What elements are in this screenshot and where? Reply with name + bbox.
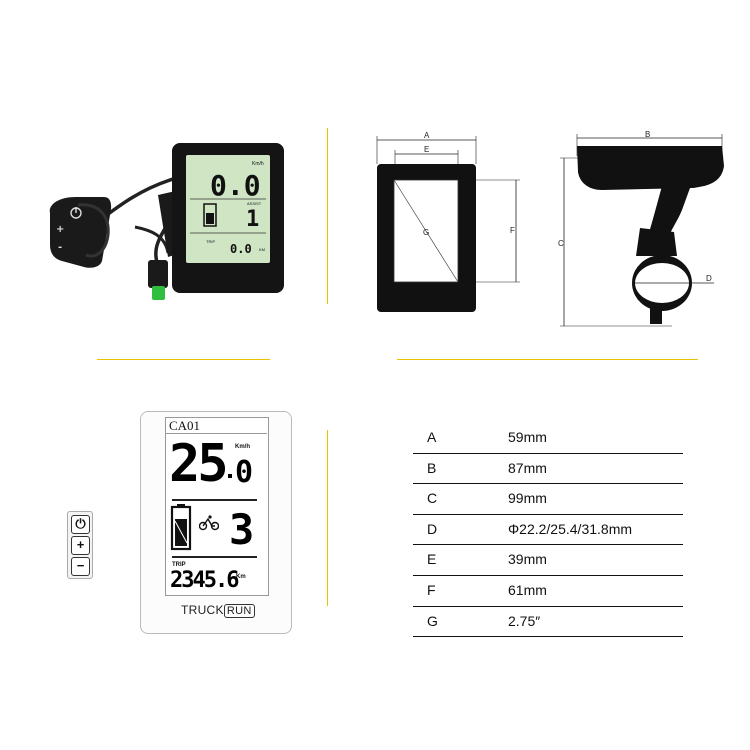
label-b: B — [645, 130, 650, 139]
dimension-value: 61mm — [508, 581, 547, 598]
dimension-key: C — [427, 490, 438, 507]
dimension-value: 87mm — [508, 459, 547, 476]
remote-plus-icon: + — [56, 224, 64, 235]
side-clamp — [636, 228, 677, 256]
model-name: CA01 — [169, 418, 201, 433]
brand-right: RUN — [223, 604, 255, 618]
speed-decimal: 0 — [235, 455, 254, 490]
separator-vertical-top — [327, 128, 328, 304]
side-stem — [648, 186, 690, 238]
display-lcd — [186, 155, 270, 263]
side-display-profile — [577, 146, 724, 190]
separator-vertical-bottom — [327, 430, 328, 606]
label-g: G — [423, 228, 429, 237]
speed-integer: 25 — [169, 434, 229, 494]
separator-horizontal-left — [97, 359, 270, 360]
dimension-value: 39mm — [508, 551, 547, 568]
front-dimension-drawing: A E G F — [376, 131, 520, 312]
trip-label: TRIP — [172, 562, 186, 568]
remote-minus-icon: - — [58, 242, 62, 253]
trip-unit: Km — [236, 574, 246, 580]
table-row: D Φ22.2/25.4/31.8mm — [413, 515, 683, 546]
battery-icon — [170, 504, 192, 551]
label-a: A — [424, 131, 430, 140]
assist-level: 3 — [229, 505, 255, 554]
dimension-value: 99mm — [508, 490, 547, 507]
separator-horizontal-right — [397, 359, 698, 360]
dimension-value: Φ22.2/25.4/31.8mm — [508, 520, 633, 537]
table-row: G 2.75″ — [413, 607, 683, 638]
dimension-key: B — [427, 459, 437, 476]
table-row: A 59mm — [413, 423, 683, 454]
dimension-value: 2.75″ — [508, 612, 541, 629]
table-row: E 39mm — [413, 545, 683, 576]
dimension-key: E — [427, 551, 437, 568]
photo-speed: 0.0 — [210, 169, 261, 202]
speed-divider — [172, 499, 257, 501]
photo-odo-value: 0.0 — [230, 242, 252, 256]
dimension-key: F — [427, 581, 436, 598]
minus-button[interactable]: − — [71, 557, 90, 576]
dimension-key: D — [427, 520, 438, 537]
table-row: B 87mm — [413, 454, 683, 485]
speed-unit: Km/h — [235, 444, 250, 450]
photo-odo-unit: KM — [259, 247, 265, 252]
power-button[interactable]: ⏻ — [71, 515, 90, 534]
remote-body — [49, 197, 112, 268]
photo-battery-icon — [203, 203, 217, 227]
table-row: F 61mm — [413, 576, 683, 607]
connector-body — [148, 260, 168, 288]
product-photo: 0.0 Km/h ASSIST 1 TRIP 0.0 KM + - — [49, 143, 284, 300]
assist-divider — [172, 556, 257, 558]
table-row: C 99mm — [413, 484, 683, 515]
brand-left: TRUCK — [181, 603, 224, 617]
label-e: E — [424, 145, 429, 154]
photo-trip-label: TRIP — [206, 239, 215, 244]
connector-tip — [152, 286, 165, 300]
dimension-key: A — [427, 429, 437, 445]
photo-assist-label: ASSIST — [247, 201, 262, 206]
remote-button-stack: ⏻ + − — [67, 511, 93, 579]
trip-value: 2345.6 — [170, 568, 239, 593]
plus-button[interactable]: + — [71, 536, 90, 555]
label-d: D — [706, 274, 712, 283]
dimension-value: 59mm — [508, 429, 547, 445]
photo-speed-unit: Km/h — [252, 161, 264, 167]
remote-ring — [77, 203, 110, 258]
model-divider — [165, 433, 267, 434]
photo-assist-level: 1 — [246, 207, 259, 232]
speed-decimal-point — [228, 474, 232, 478]
side-dimension-drawing: B C D — [558, 130, 724, 327]
label-f: F — [510, 226, 515, 235]
label-c: C — [558, 239, 564, 248]
bike-assist-icon — [199, 515, 219, 531]
dimension-key: G — [427, 612, 438, 629]
